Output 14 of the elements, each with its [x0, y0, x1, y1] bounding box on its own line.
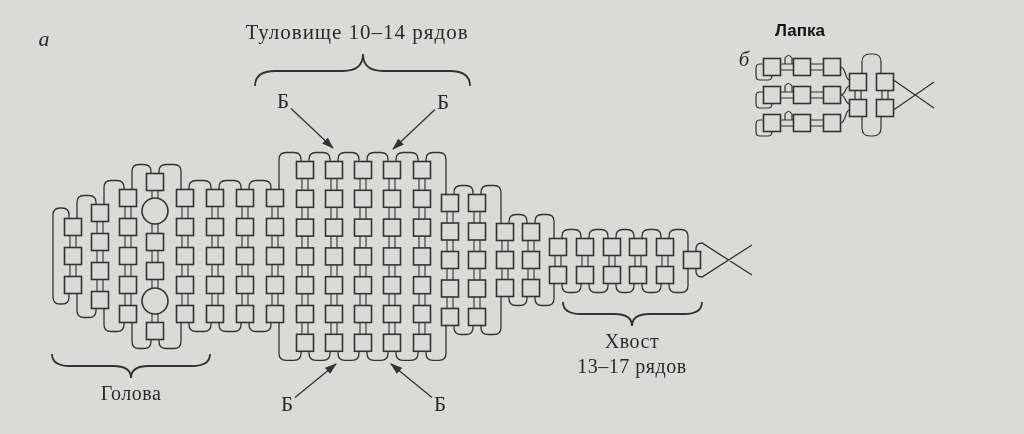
arrow [294, 363, 337, 399]
section-label: Хвост 13–17 рядов [576, 329, 688, 379]
panel-letter: б [738, 48, 750, 72]
section-label: Голова [100, 382, 162, 404]
arrow [392, 108, 436, 150]
callout-letter: Б [436, 91, 450, 113]
panel-letter: а [38, 27, 50, 52]
callout-letter: Б [280, 393, 294, 415]
panel-title: Лапка [775, 22, 825, 41]
callout-letter: Б [433, 393, 447, 415]
callout-letter: Б [276, 90, 290, 112]
arrow [390, 363, 433, 399]
arrow [290, 107, 334, 149]
section-label: Туловище 10–14 рядов [245, 21, 469, 45]
